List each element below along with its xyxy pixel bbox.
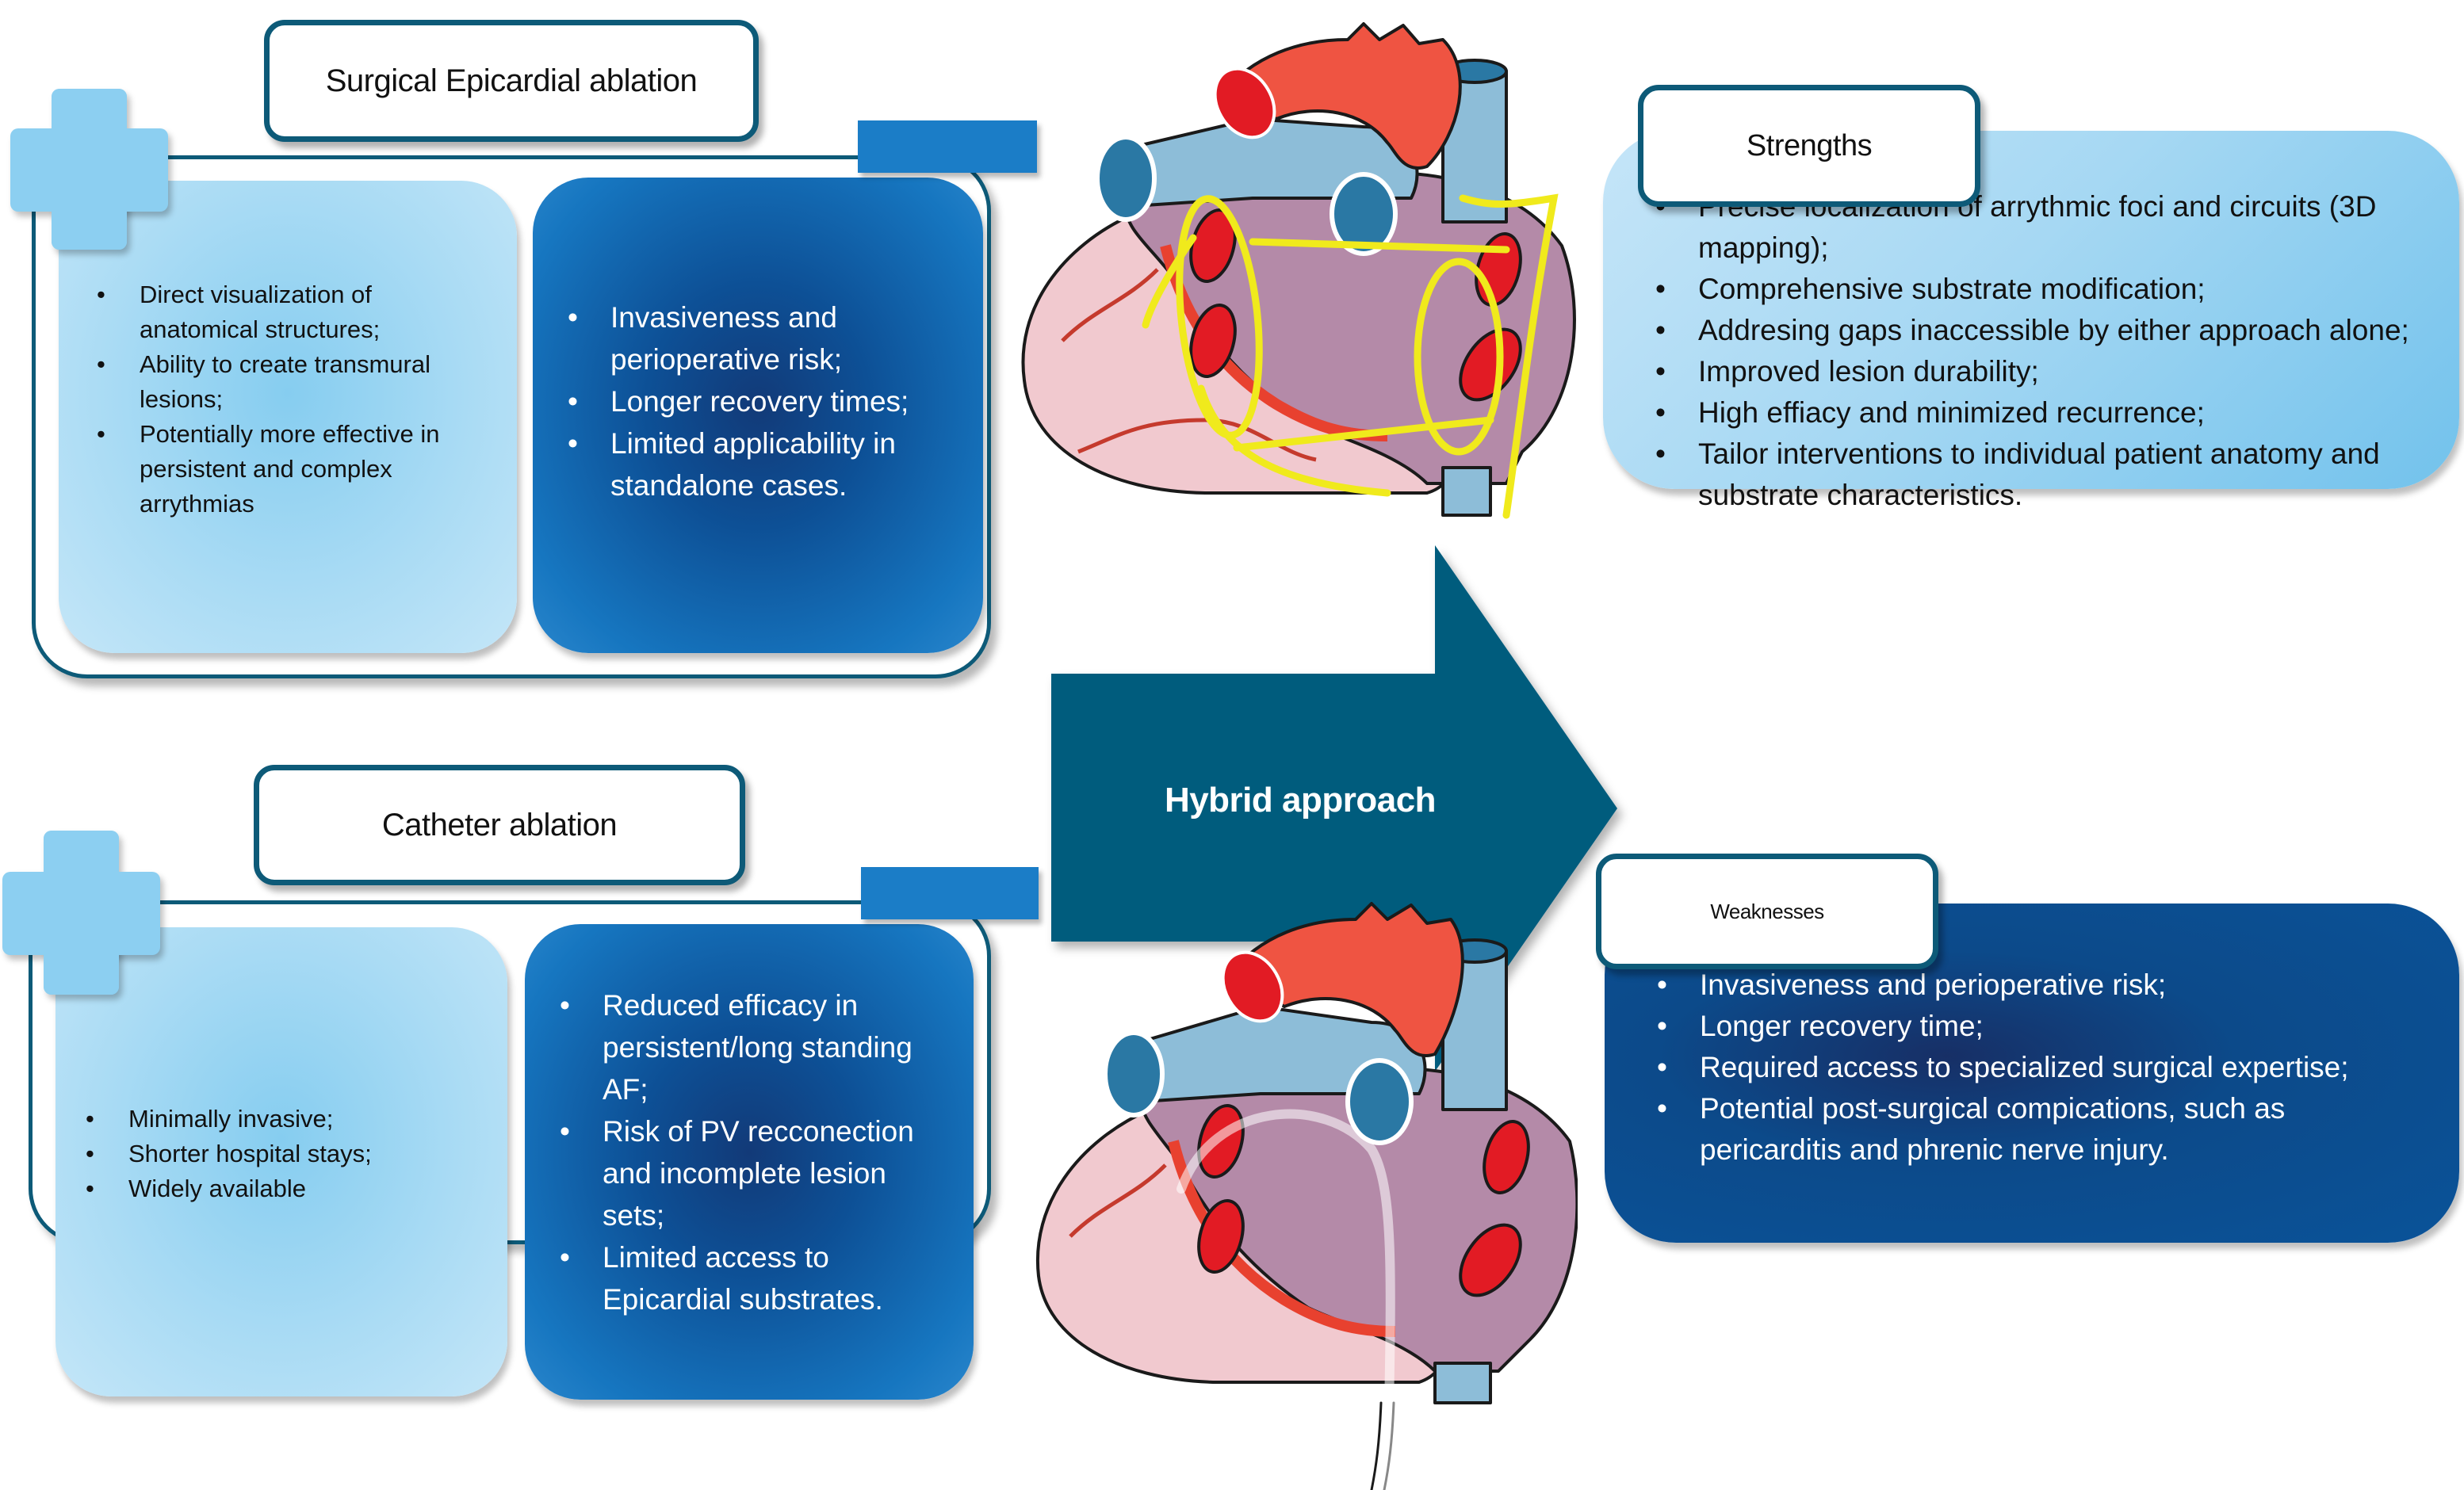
surgical-advantages-list: Direct visualization of anatomical struc… xyxy=(90,277,493,522)
catheter xyxy=(1177,1109,1395,1490)
catheter-advantages-list: Minimally invasive; Shorter hospital sta… xyxy=(79,1102,372,1206)
list-item: Tailor interventions to individual patie… xyxy=(1649,434,2428,516)
surgical-disadvantages-card: Invasiveness and perioperative risk; Lon… xyxy=(533,178,983,653)
list-item: Required access to specialized surgical … xyxy=(1651,1047,2428,1088)
list-item: Longer recovery times; xyxy=(561,380,962,422)
weaknesses-card: Invasiveness and perioperative risk; Lon… xyxy=(1605,904,2459,1243)
list-item: High effiacy and minimized recurrence; xyxy=(1649,392,2428,434)
list-item: Longer recovery time; xyxy=(1651,1006,2428,1047)
heart-illustration-bottom xyxy=(1035,902,1578,1490)
list-item: Minimally invasive; xyxy=(79,1102,372,1137)
list-item: Addresing gaps inaccessible by either ap… xyxy=(1649,310,2428,351)
list-item: Limited access to Epicardial substrates. xyxy=(553,1236,950,1320)
list-item: Invasiveness and perioperative risk; xyxy=(561,296,962,380)
list-item: Shorter hospital stays; xyxy=(79,1137,372,1171)
list-item: Ability to create transmural lesions; xyxy=(90,347,493,417)
list-item: Invasiveness and perioperative risk; xyxy=(1651,965,2428,1006)
strengths-list: Precise localization of arrythmic foci a… xyxy=(1649,186,2428,516)
weaknesses-list: Invasiveness and perioperative risk; Lon… xyxy=(1651,965,2428,1171)
catheter-disadvantages-card: Reduced efficacy in persistent/long stan… xyxy=(525,924,974,1400)
list-item: Limited applicability in standalone case… xyxy=(561,422,962,506)
disadvantage-tab-marker xyxy=(858,120,1037,173)
lesion-lines xyxy=(1142,193,1559,519)
aorta xyxy=(1227,902,1464,1057)
catheter-advantages-card: Minimally invasive; Shorter hospital sta… xyxy=(55,927,507,1396)
list-item: Risk of PV recconection and incomplete l… xyxy=(553,1110,950,1236)
surgical-advantages-card: Direct visualization of anatomical struc… xyxy=(59,181,517,653)
aorta xyxy=(1219,22,1462,170)
list-item: Widely available xyxy=(79,1171,372,1206)
catheter-title: Catheter ablation xyxy=(254,765,745,885)
hybrid-approach-label: Hybrid approach xyxy=(1164,781,1437,820)
list-item: Direct visualization of anatomical struc… xyxy=(90,277,493,347)
strengths-title: Strengths xyxy=(1638,85,1980,207)
surgical-disadvantages-list: Invasiveness and perioperative risk; Lon… xyxy=(561,296,962,506)
disadvantage-tab-marker xyxy=(861,867,1039,919)
list-item: Potentially more effective in persistent… xyxy=(90,417,493,522)
weaknesses-title: Weaknesses xyxy=(1596,854,1938,969)
list-item: Comprehensive substrate modification; xyxy=(1649,269,2428,310)
surgical-title: Surgical Epicardial ablation xyxy=(264,20,759,142)
list-item: Potential post-surgical compications, su… xyxy=(1651,1088,2428,1171)
heart-illustration-top xyxy=(1021,22,1576,519)
catheter-disadvantages-list: Reduced efficacy in persistent/long stan… xyxy=(553,984,950,1320)
list-item: Reduced efficacy in persistent/long stan… xyxy=(553,984,950,1110)
list-item: Improved lesion durability; xyxy=(1649,351,2428,392)
